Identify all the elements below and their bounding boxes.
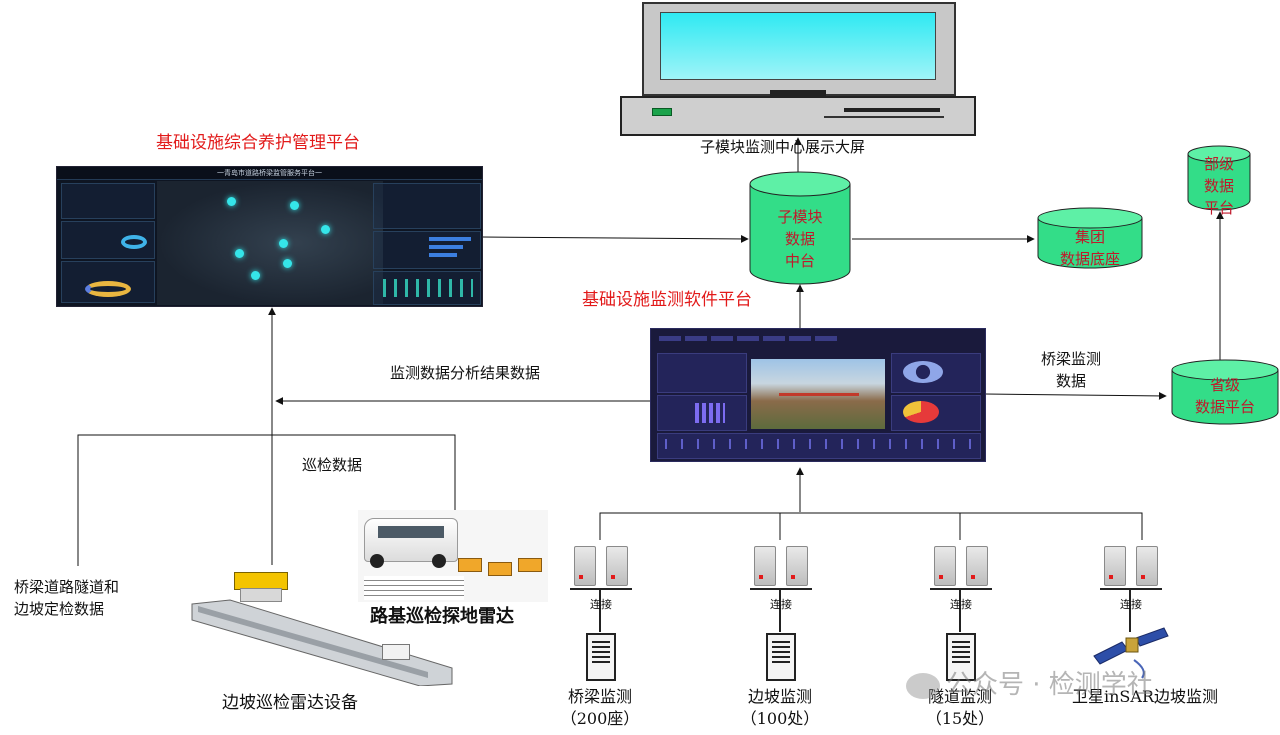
slope-radar-image (190, 568, 460, 690)
bridge-monitor-data-line1: 桥梁监测 (1040, 350, 1101, 368)
periodic-data-line1: 桥梁道路隧道和 (14, 578, 120, 596)
periodic-data-line2: 边坡定检数据 (14, 600, 105, 618)
periodic-data-label: 桥梁道路隧道和 边坡定检数据 (14, 576, 119, 620)
donut-chart-icon (121, 235, 147, 249)
center-cylinder (749, 171, 851, 285)
map-panel (157, 181, 383, 305)
server-rack-2b (786, 546, 808, 586)
server-rack-1b (606, 546, 628, 586)
group-cylinder (1037, 207, 1143, 269)
tower-icon-2 (766, 633, 796, 681)
server-link-bars (570, 588, 1162, 632)
monitor-platform-title: 基础设施监测软件平台 (582, 290, 752, 310)
tower-icon-3 (946, 633, 976, 681)
source-satellite-name: 卫星inSAR边坡监测 (1072, 687, 1218, 706)
ministry-cylinder-line1: 部级 (1203, 155, 1234, 173)
province-cylinder-line1: 省级 (1209, 376, 1240, 394)
server-rack-2a (754, 546, 776, 586)
source-tunnel: 隧道监测 （15处） (900, 686, 1020, 730)
source-tunnel-count: （15处） (925, 709, 995, 728)
source-slope: 边坡监测 （100处） (720, 686, 840, 730)
source-bridge-name: 桥梁监测 (567, 687, 632, 706)
watermark: 公众号 · 检测学社 (906, 664, 1153, 701)
province-cylinder-line2: 数据平台 (1194, 398, 1255, 416)
watermark-text: 公众号 · 检测学社 (946, 670, 1153, 700)
arrow-mgmt-to-center (481, 234, 749, 243)
source-slope-name: 边坡监测 (747, 687, 812, 706)
tower-icon-1 (586, 633, 616, 681)
ministry-cylinder (1187, 145, 1251, 211)
source-tunnel-name: 隧道监测 (927, 687, 992, 706)
province-cylinder (1171, 359, 1279, 425)
line-periodic-data (77, 434, 456, 566)
slope-radar-title: 边坡巡检雷达设备 (222, 693, 358, 713)
ministry-cylinder-line2: 数据 (1203, 177, 1234, 195)
monitor-screen (660, 12, 936, 80)
source-bridge: 桥梁监测 （200座） (540, 686, 660, 730)
center-cylinder-line3: 中台 (784, 252, 815, 270)
wechat-icon (906, 672, 940, 699)
gpr-van-image (358, 510, 548, 602)
connect-label-1: 连接 (590, 598, 612, 611)
software-platform-screenshot (650, 328, 986, 462)
server-rack-4a (1104, 546, 1126, 586)
bridge-monitor-data-line2: 数据 (1055, 372, 1086, 390)
connect-label-2: 连接 (770, 598, 792, 611)
gpr-title: 路基巡检探地雷达 (370, 606, 514, 627)
server-rack-4b (1136, 546, 1158, 586)
mgmt-platform-title: 基础设施综合养护管理平台 (156, 133, 360, 153)
center-cylinder-line1: 子模块 (777, 208, 823, 226)
arrow-software-to-province (984, 391, 1167, 400)
result-data-label: 监测数据分析结果数据 (390, 364, 541, 382)
mgmt-platform-screenshot: 一青岛市道路桥梁监管服务平台一 (56, 166, 483, 307)
pie-chart-icon (903, 361, 943, 383)
mgmt-screen-header: 一青岛市道路桥梁监管服务平台一 (57, 167, 482, 180)
ring-chart-icon (85, 281, 131, 297)
connect-label-3: 连接 (950, 598, 972, 611)
display-screen-label: 子模块监测中心展示大屏 (700, 138, 866, 156)
satellite-icon (1093, 627, 1169, 679)
patrol-data-label: 巡检数据 (302, 456, 363, 474)
server-rack-1a (574, 546, 596, 586)
group-cylinder-line2: 数据底座 (1059, 250, 1120, 268)
pie-chart-red-icon (903, 401, 939, 423)
connect-label-4: 连接 (1120, 598, 1142, 611)
server-rack-3a (934, 546, 956, 586)
center-cylinder-line2: 数据 (784, 230, 815, 248)
monitor-icon (620, 2, 976, 136)
line-sources-bus (599, 512, 1143, 540)
ministry-cylinder-line3: 平台 (1203, 199, 1234, 217)
source-satellite: 卫星inSAR边坡监测 (1050, 686, 1240, 708)
source-bridge-count: （200座） (560, 709, 640, 728)
source-slope-count: （100处） (740, 709, 820, 728)
group-cylinder-line1: 集团 (1074, 228, 1105, 246)
bar-chart-icon (695, 403, 725, 423)
bridge-monitor-data-label: 桥梁监测 数据 (1036, 348, 1106, 392)
server-rack-3b (966, 546, 988, 586)
